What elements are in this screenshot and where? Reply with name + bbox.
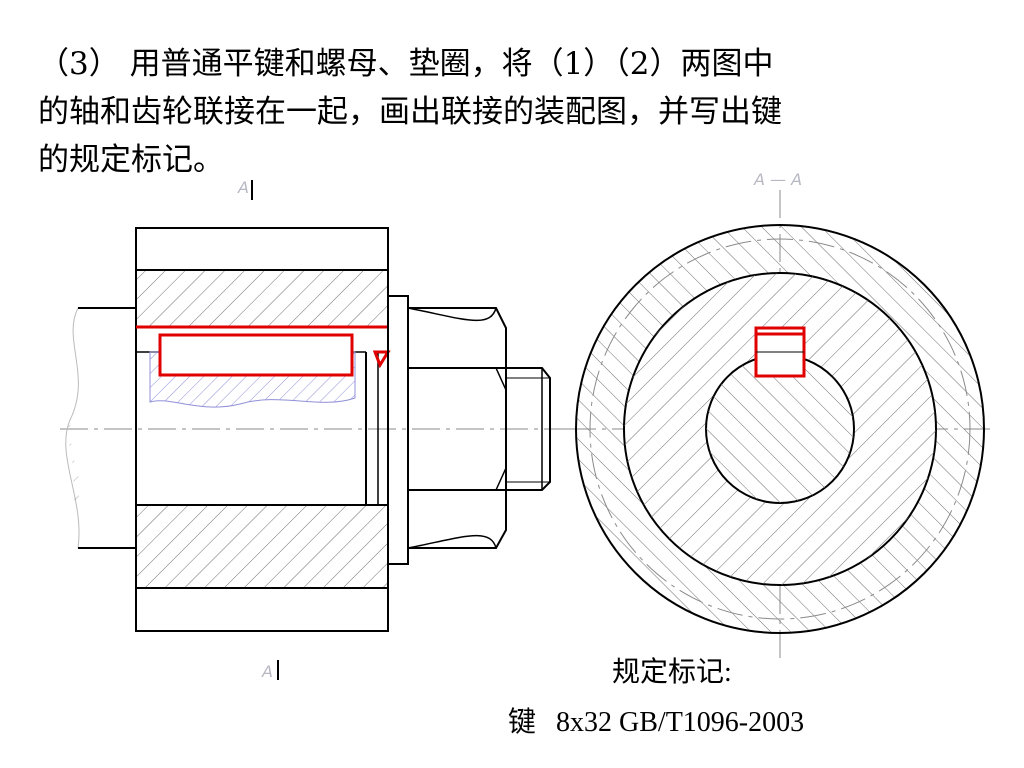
section-mark-bottom: A <box>262 662 273 681</box>
pitch-circle <box>589 238 971 620</box>
flat-key <box>158 333 354 377</box>
hub-section-top <box>137 271 387 327</box>
shaft-thread-end <box>506 367 551 491</box>
section-view-a-a <box>568 190 990 660</box>
question-text: （3） 用普通平键和螺母、垫圈，将（1）（2）两图中 的轴和齿轮联接在一起，画出… <box>38 40 998 184</box>
question-line-1: （3） 用普通平键和螺母、垫圈，将（1）（2）两图中 <box>38 46 774 82</box>
question-line-3: 的规定标记。 <box>38 142 224 178</box>
section-view-title: A — A <box>754 170 803 189</box>
sectional-view <box>60 227 568 632</box>
shaft-break-line <box>65 307 80 549</box>
marking-key-name: 键 <box>508 707 537 738</box>
hub-section-bottom <box>137 505 387 587</box>
hex-nut <box>407 307 507 549</box>
marking-title: 规定标记: <box>612 657 732 688</box>
washer <box>387 295 409 565</box>
marking-spec: 8x32 GB/T1096-2003 <box>556 707 805 738</box>
question-line-2: 的轴和齿轮联接在一起，画出联接的装配图，并写出键 <box>38 94 782 130</box>
marking-value: 键 8x32 GB/T1096-2003 <box>508 700 804 740</box>
section-mark-top: A <box>238 178 249 197</box>
